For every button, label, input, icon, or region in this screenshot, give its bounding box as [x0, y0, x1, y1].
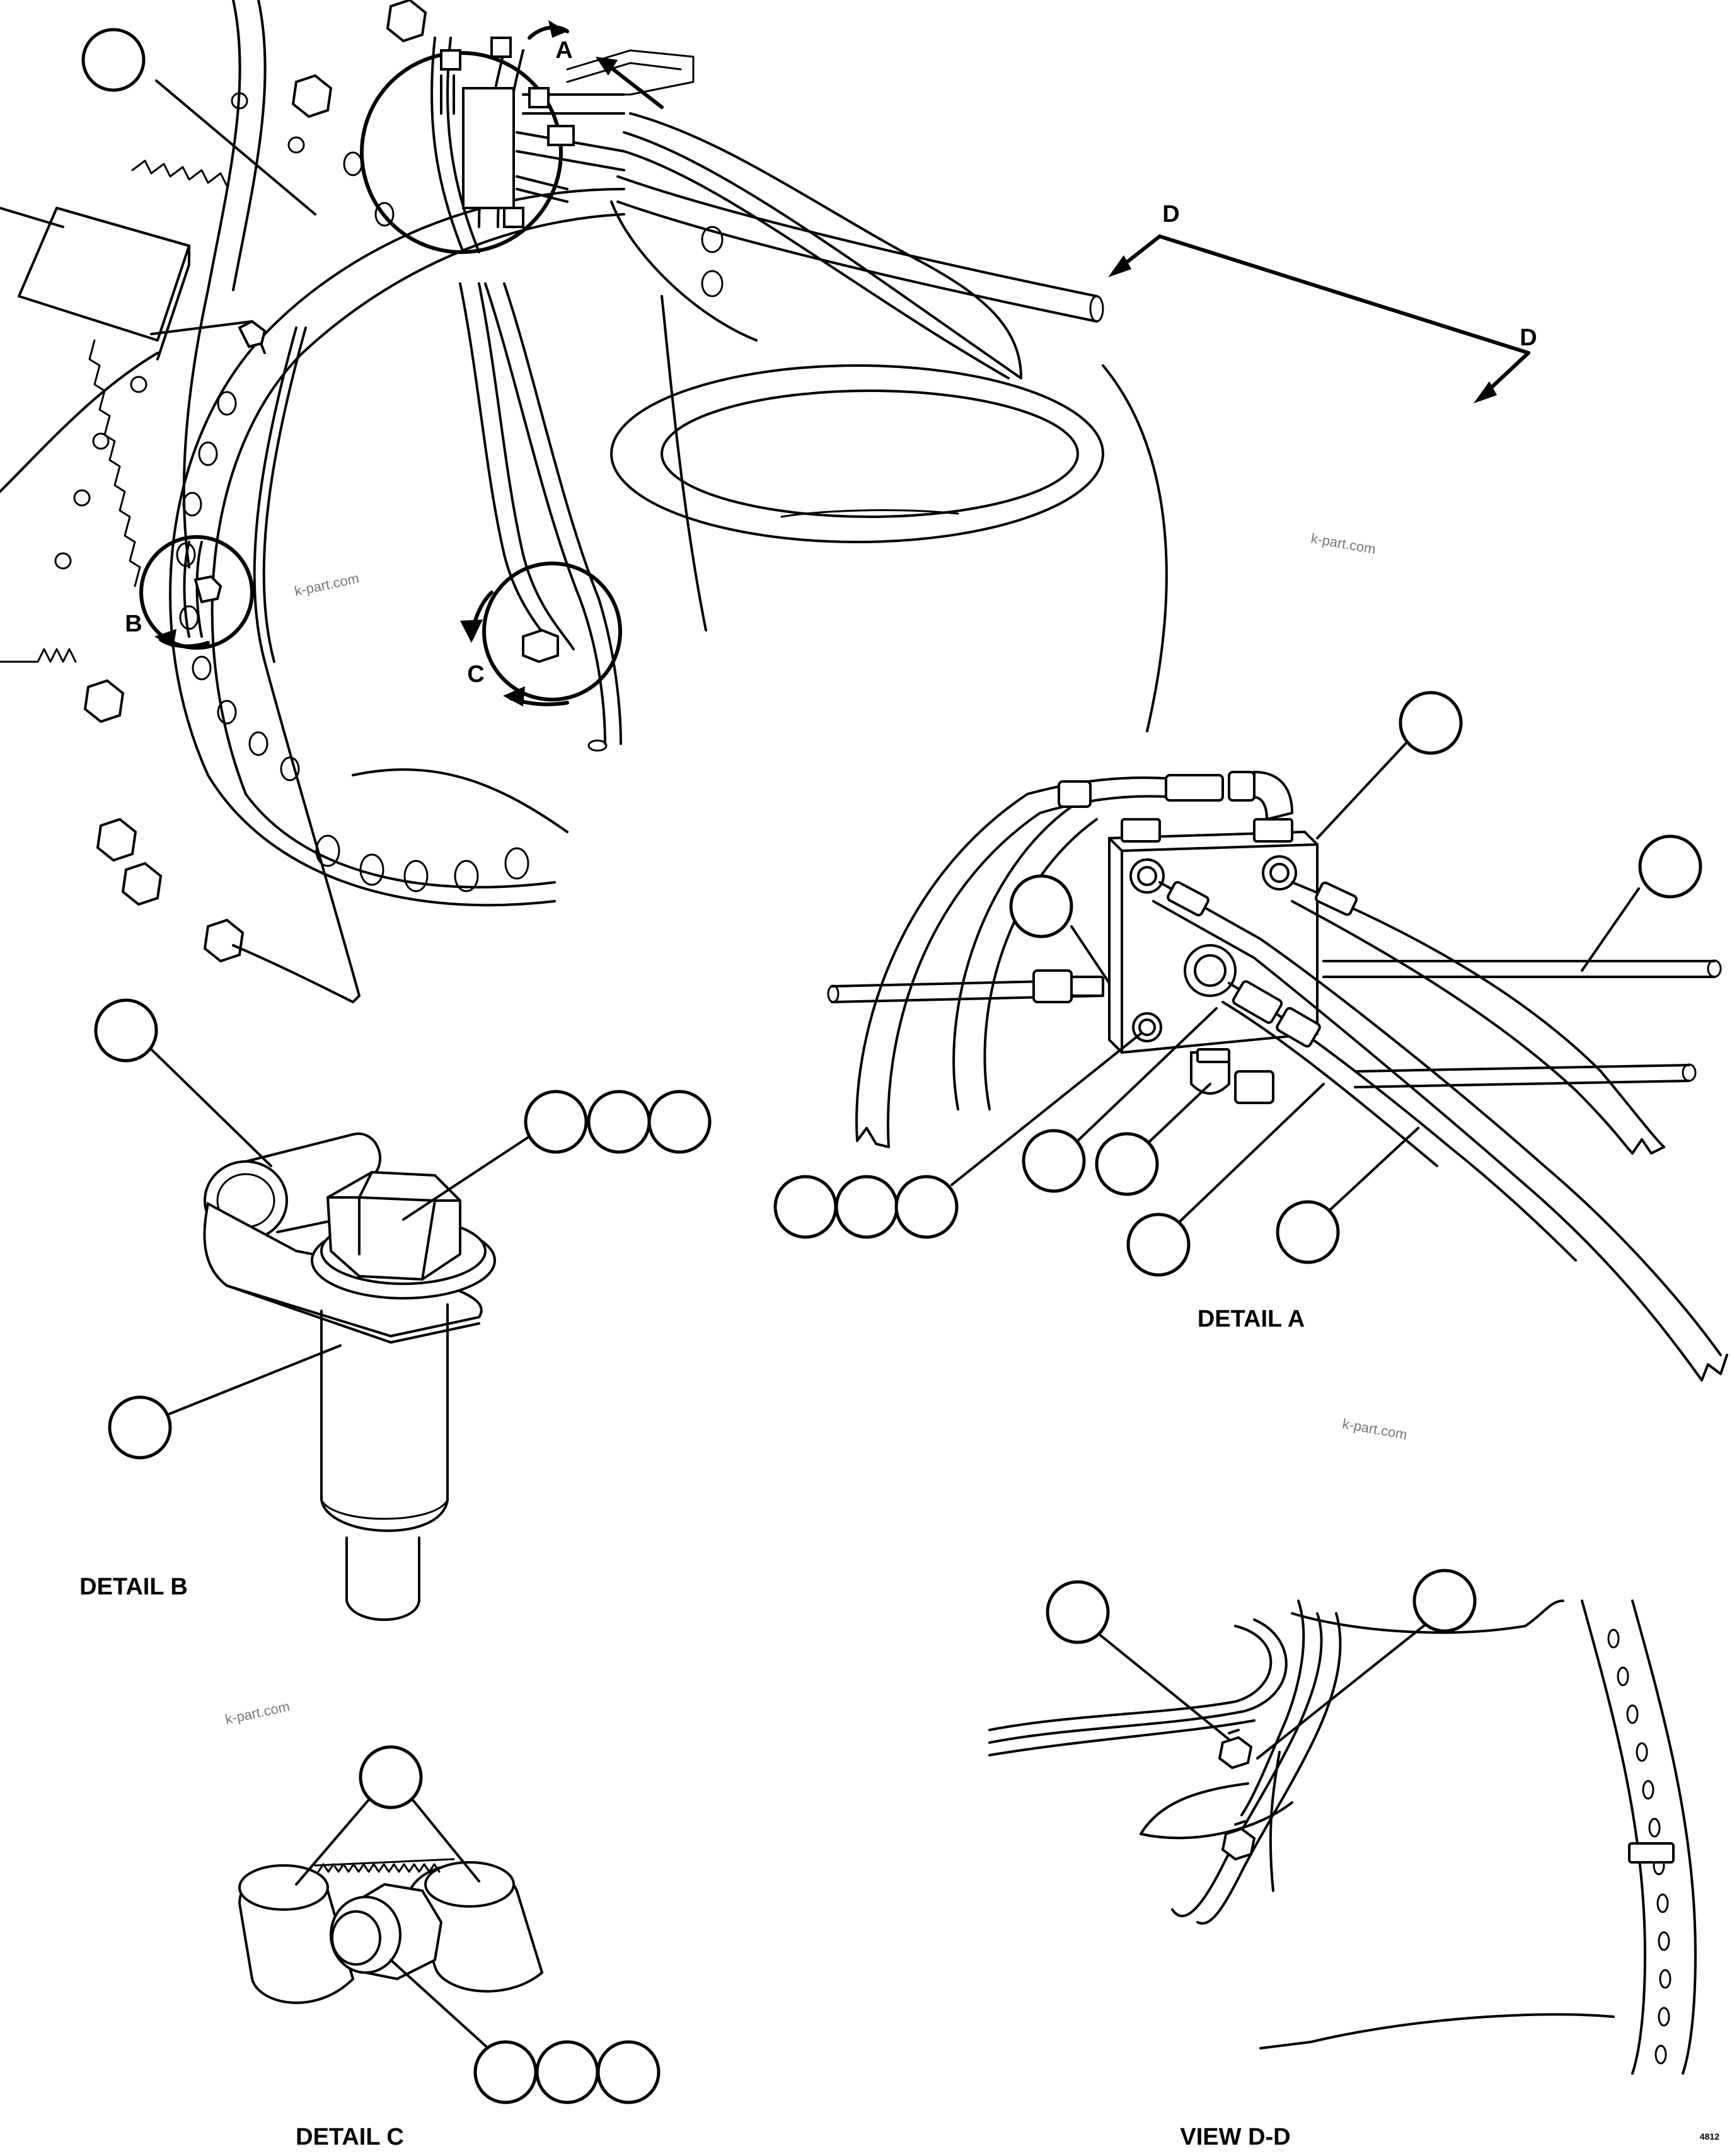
detail-a-zoom-contents: [430, 37, 625, 253]
watermarks: k-part.com k-part.com k-part.com k-part.…: [224, 530, 1409, 1727]
view-marker-a: A: [555, 37, 572, 64]
caption-detail-b: DETAIL B: [79, 1574, 188, 1600]
view-dd: VIEW D-D: [988, 1569, 1697, 2150]
watermark-3: k-part.com: [1341, 1415, 1409, 1443]
detail-b-view: DETAIL B: [79, 998, 712, 1621]
view-marker-b: B: [125, 611, 142, 637]
watermark-2: k-part.com: [1310, 530, 1377, 557]
caption-detail-a: DETAIL A: [1198, 1306, 1305, 1332]
detail-c-view: DETAIL C: [238, 1745, 661, 2150]
watermark-4: k-part.com: [224, 1698, 291, 1727]
watermark-1: k-part.com: [293, 570, 361, 599]
view-marker-d-1: D: [1162, 201, 1179, 228]
view-marker-c: C: [467, 661, 484, 688]
caption-detail-c: DETAIL C: [296, 2124, 404, 2150]
view-marker-d-2: D: [1520, 325, 1537, 351]
main-assembly-view: A B C D D: [0, 0, 1537, 1003]
caption-view-dd: VIEW D-D: [1180, 2124, 1290, 2150]
figure-code: 4812: [1700, 2131, 1719, 2142]
detail-a-view: DETAIL A: [773, 691, 1728, 1381]
